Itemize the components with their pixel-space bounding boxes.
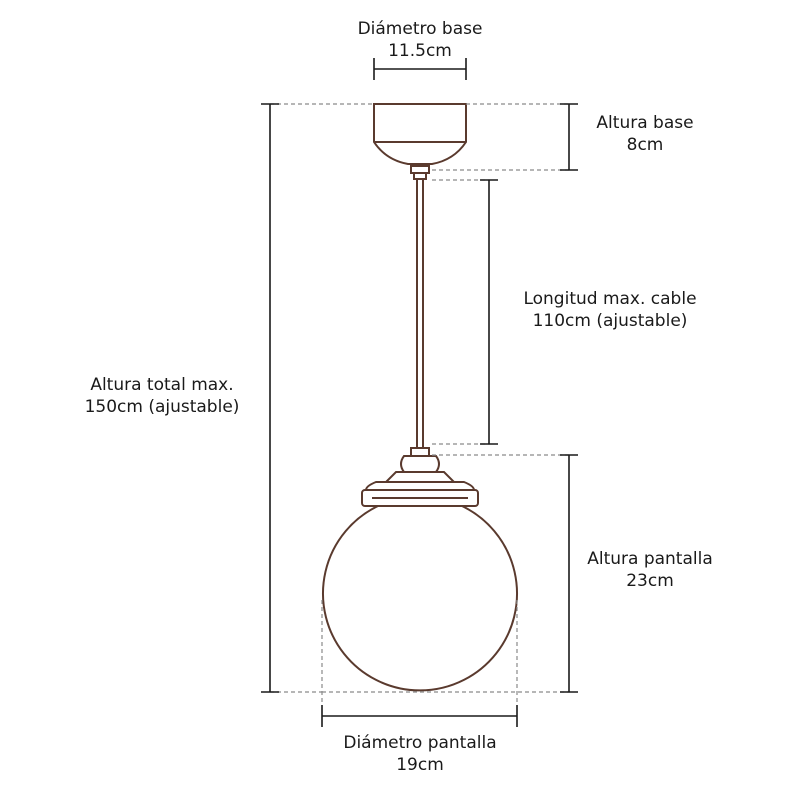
base-diameter-value: 11.5cm bbox=[388, 41, 452, 61]
cable-length-value: 110cm (ajustable) bbox=[532, 311, 688, 331]
cable-length-title: Longitud max. cable bbox=[523, 289, 697, 309]
shade-height-title: Altura pantalla bbox=[587, 549, 713, 569]
globe-shade bbox=[322, 505, 518, 692]
total-height-title: Altura total max. bbox=[90, 375, 234, 395]
shade-height-dimension bbox=[432, 454, 578, 693]
base-height-title: Altura base bbox=[596, 113, 694, 133]
total-height-value: 150cm (ajustable) bbox=[84, 397, 240, 417]
cable-connector bbox=[410, 165, 430, 180]
cable bbox=[416, 179, 424, 448]
base-height-dimension bbox=[432, 103, 578, 171]
ceiling-base bbox=[373, 103, 467, 165]
base-diameter-title: Diámetro base bbox=[357, 19, 483, 39]
shade-height-label: Altura pantalla 23cm bbox=[565, 548, 735, 592]
total-height-label: Altura total max. 150cm (ajustable) bbox=[62, 374, 262, 418]
shade-diameter-label: Diámetro pantalla 19cm bbox=[310, 732, 530, 776]
shade-height-value: 23cm bbox=[626, 571, 674, 591]
shade-holder bbox=[361, 447, 479, 507]
shade-diameter-title: Diámetro pantalla bbox=[343, 733, 497, 753]
shade-diameter-dimension bbox=[321, 600, 518, 727]
cable-length-label: Longitud max. cable 110cm (ajustable) bbox=[500, 288, 720, 332]
base-diameter-dimension bbox=[373, 58, 467, 80]
total-height-dimension bbox=[261, 103, 374, 693]
base-height-label: Altura base 8cm bbox=[565, 112, 725, 156]
cable-length-dimension bbox=[432, 179, 498, 445]
base-height-value: 8cm bbox=[626, 135, 664, 155]
shade-diameter-value: 19cm bbox=[396, 755, 444, 775]
base-diameter-label: Diámetro base 11.5cm bbox=[320, 18, 520, 62]
